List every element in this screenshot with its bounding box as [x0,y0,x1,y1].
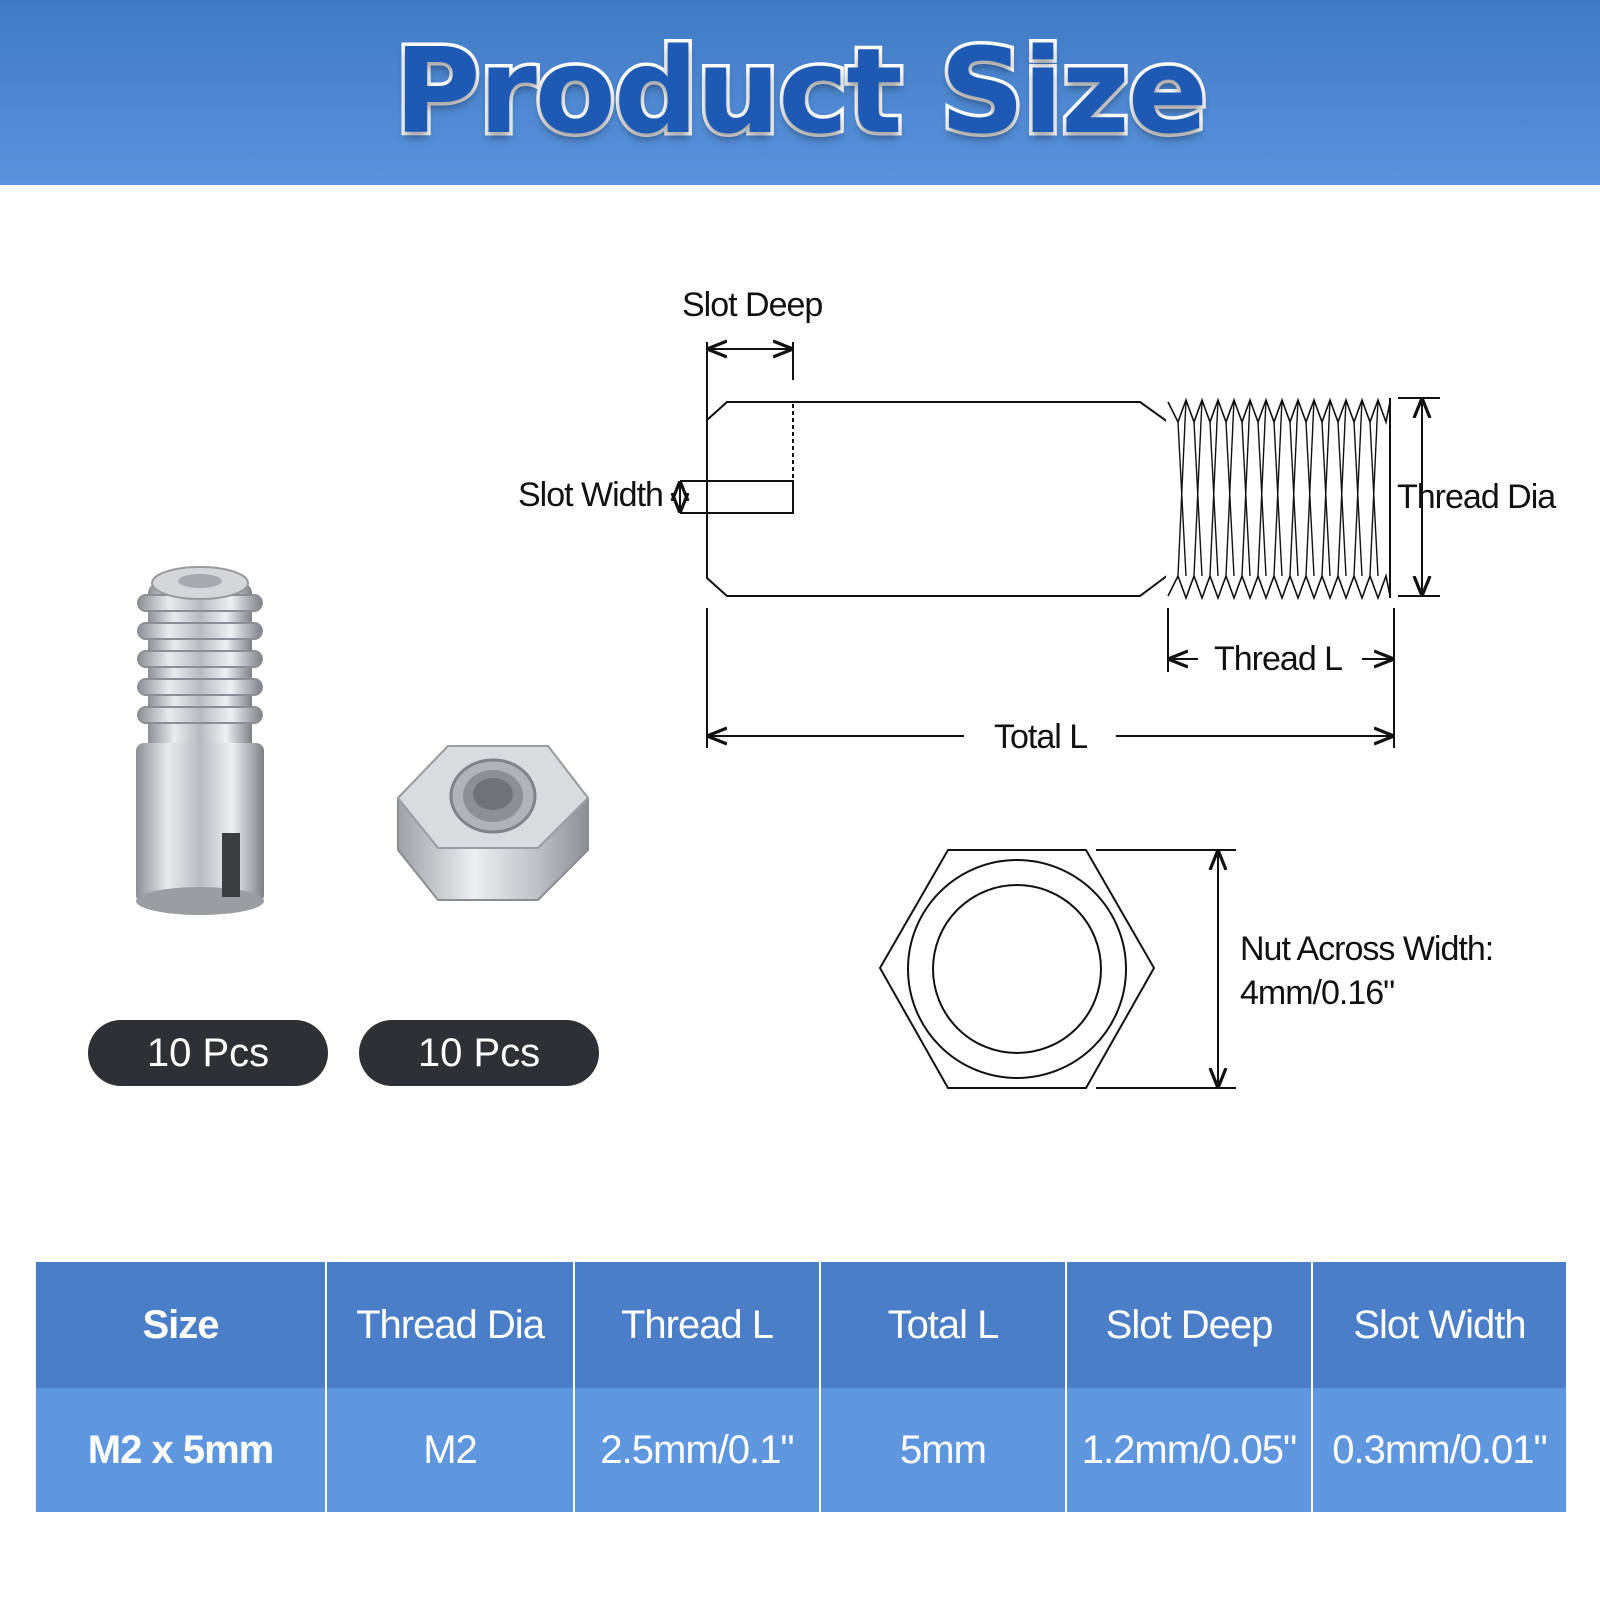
cell-total-l: 5mm [820,1388,1067,1512]
cell-size: M2 x 5mm [36,1388,327,1512]
column-header-thread-dia: Thread Dia [326,1262,575,1388]
slot-width-label: Slot Width [518,476,663,514]
dimension-diagram: Slot Deep Slot Width Thread Dia Thread L [518,286,1557,1089]
nut-quantity-badge: 10 Pcs [359,1020,599,1086]
column-header-slot-width: Slot Width [1312,1262,1566,1388]
screw-quantity-badge: 10 Pcs [88,1020,328,1086]
spec-table: Size Thread Dia Thread L Total L Slot De… [36,1262,1566,1512]
cell-slot-deep: 1.2mm/0.05" [1066,1388,1313,1512]
thread-dia-label: Thread Dia [1397,478,1556,516]
cell-thread-dia: M2 [326,1388,575,1512]
nut-photo [396,745,590,901]
page-title: Product Size [391,22,1212,160]
cell-thread-l: 2.5mm/0.1" [574,1388,821,1512]
cell-slot-width: 0.3mm/0.01" [1312,1388,1566,1512]
nut-across-width-value: 4mm/0.16" [1240,974,1394,1012]
column-header-thread-l: Thread L [574,1262,821,1388]
table-row: M2 x 5mm M2 2.5mm/0.1" 5mm 1.2mm/0.05" 0… [36,1388,1566,1512]
table-header-row: Size Thread Dia Thread L Total L Slot De… [36,1262,1566,1388]
nut-across-width-label: Nut Across Width: [1240,930,1493,968]
total-l-label: Total L [994,718,1087,756]
column-header-size: Size [36,1262,327,1388]
thread-l-label: Thread L [1214,640,1342,678]
slot-deep-label: Slot Deep [682,286,822,324]
screw-photo [136,566,264,915]
header-banner: Product Size [0,0,1600,185]
column-header-total-l: Total L [820,1262,1067,1388]
column-header-slot-deep: Slot Deep [1066,1262,1313,1388]
